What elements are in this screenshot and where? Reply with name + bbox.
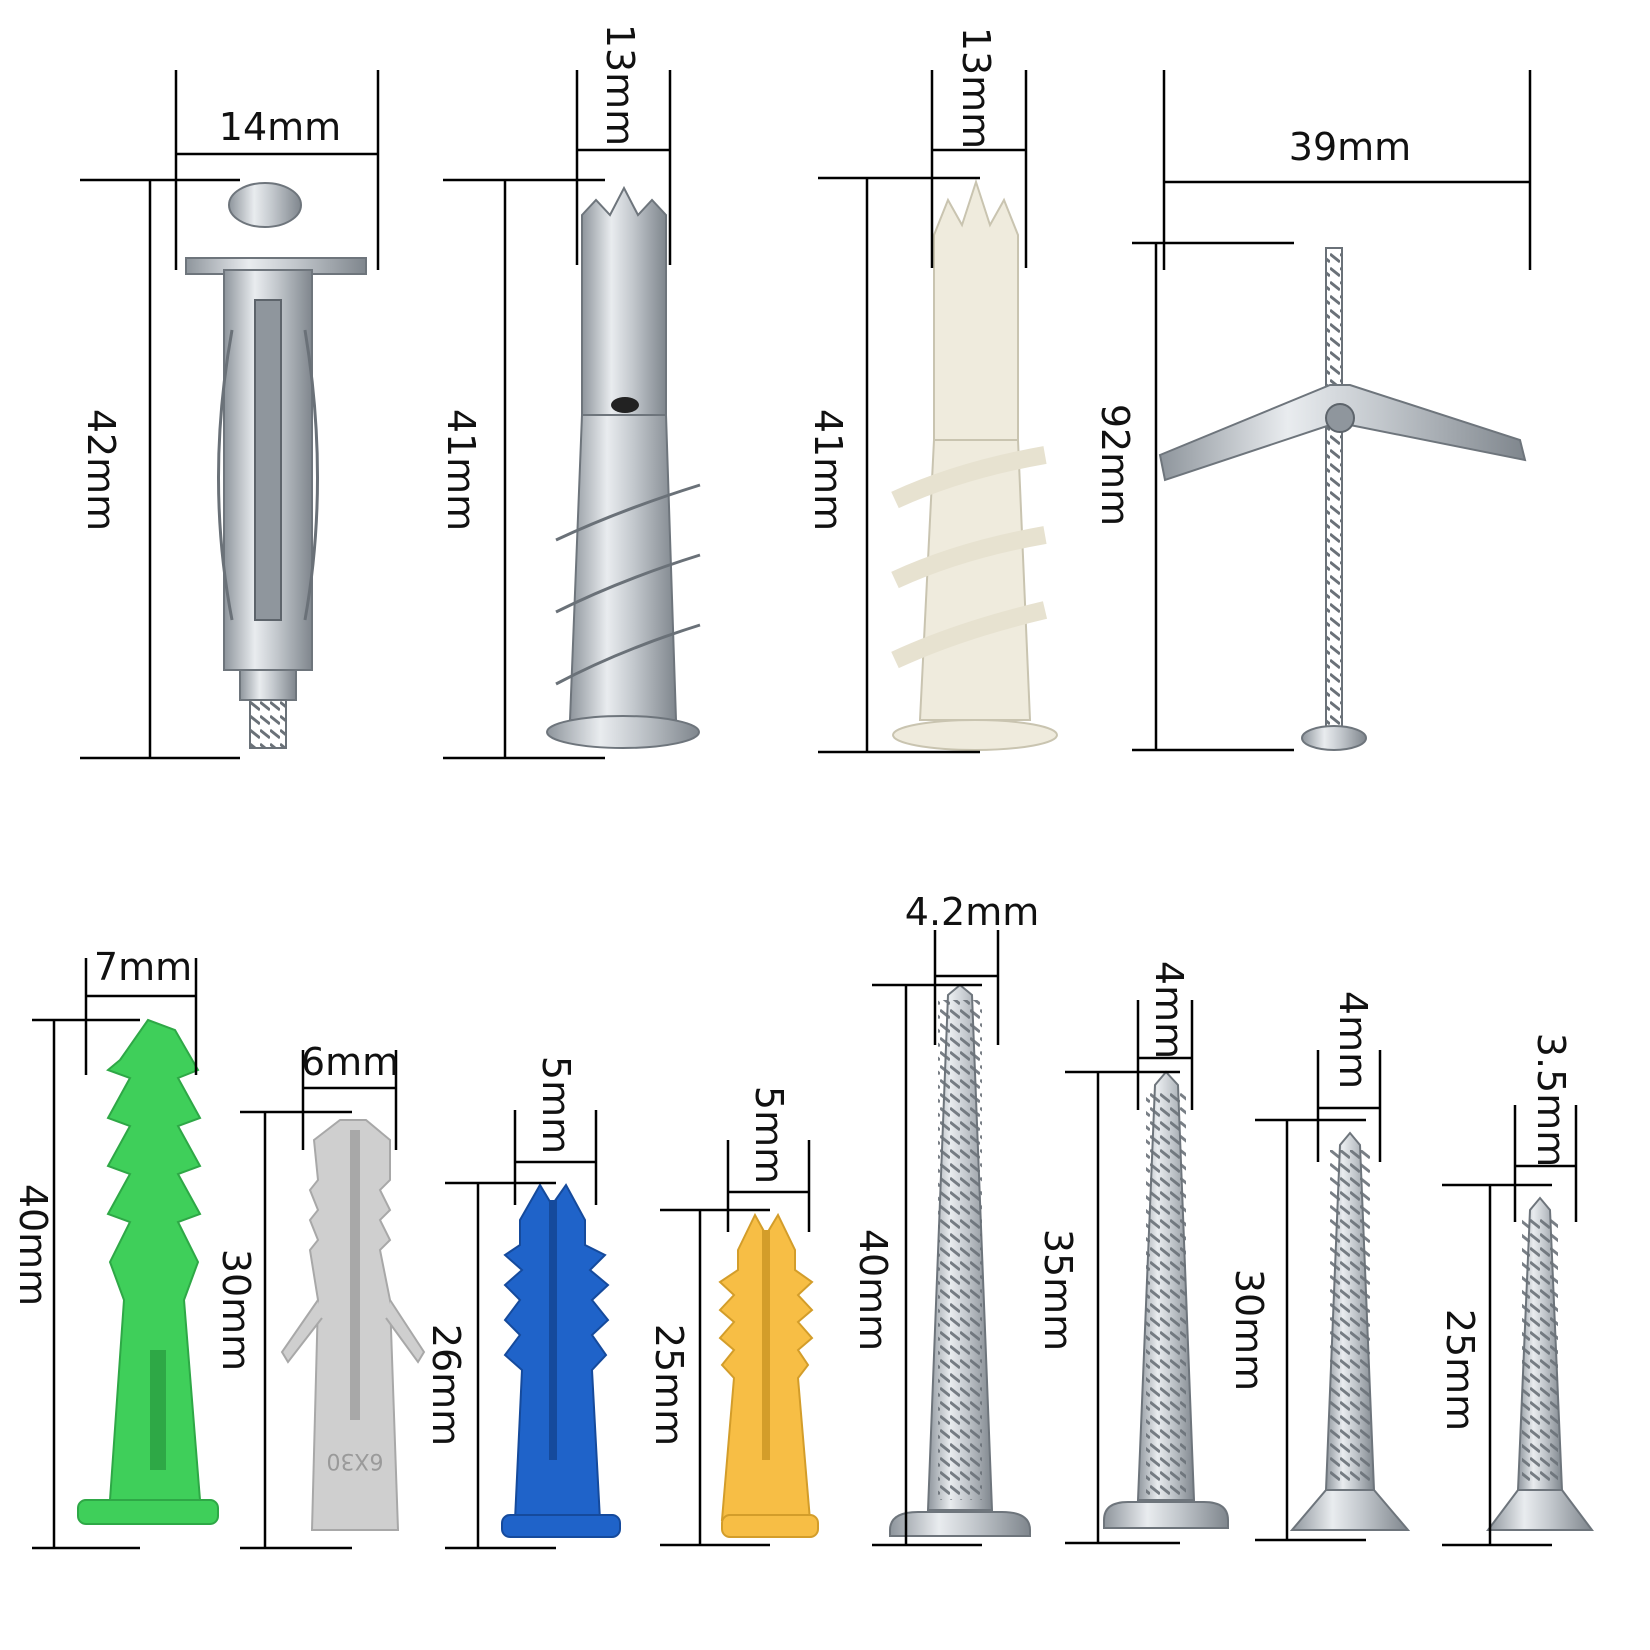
screw-40-width-label: 4.2mm (905, 890, 1039, 934)
screw-30-width-dimension: 4mm (1316, 991, 1382, 1162)
blue-plug-length-label: 26mm (424, 1324, 468, 1446)
screw-40-width-dimension: 4.2mm (905, 890, 1039, 1045)
grey-plug-width-label: 6mm (301, 1040, 399, 1084)
metal-drywall-anchor-width-dimension: 13mm (575, 24, 672, 265)
green-plug-width-dimension: 7mm (84, 945, 198, 1075)
toggle-bolt-length-dimension: 92mm (1093, 241, 1294, 752)
screw-40-length-label: 40mm (851, 1229, 895, 1351)
metal-drywall-anchor-width-label: 13mm (598, 24, 642, 146)
blue-plug-width-dimension: 5mm (513, 1056, 598, 1205)
blue-plug: 5mm 26mm (424, 1056, 621, 1550)
grey-plug-marking: 6X30 (326, 1448, 383, 1473)
plastic-drywall-anchor-length-dimension: 41mm (806, 176, 980, 754)
screw-40: 4.2mm 40mm (851, 890, 1039, 1547)
plastic-drywall-anchor-width-dimension: 13mm (930, 27, 1028, 268)
blue-plug-width-label: 5mm (534, 1056, 578, 1154)
screw-25: 3.5mm 25mm (1438, 1033, 1594, 1547)
molly-bolt-length-label: 42mm (79, 409, 123, 531)
metal-drywall-anchor-length-label: 41mm (439, 409, 483, 531)
screw-25-length-dimension: 25mm (1438, 1183, 1552, 1547)
yellow-plug-width-label: 5mm (747, 1086, 791, 1184)
screw-35-width-dimension: 4mm (1136, 961, 1194, 1110)
yellow-plug: 5mm 25mm (647, 1086, 819, 1547)
screw-30-width-label: 4mm (1331, 991, 1375, 1089)
metal-drywall-anchor: 13mm 41mm (439, 24, 701, 760)
screw-25-length-label: 25mm (1438, 1309, 1482, 1431)
molly-bolt-length-dimension: 42mm (79, 178, 240, 760)
toggle-bolt-length-label: 92mm (1093, 404, 1137, 526)
screw-25-width-label: 3.5mm (1529, 1033, 1573, 1167)
yellow-plug-width-dimension: 5mm (726, 1086, 811, 1232)
screw-40-length-dimension: 40mm (851, 983, 982, 1547)
green-plug-width-label: 7mm (94, 945, 192, 989)
plastic-drywall-anchor-width-label: 13mm (954, 27, 998, 149)
green-plug-length-dimension: 40mm (11, 1018, 140, 1550)
molly-bolt-illustration (185, 182, 367, 749)
screw-25-width-dimension: 3.5mm (1513, 1033, 1578, 1222)
yellow-plug-length-dimension: 25mm (647, 1208, 770, 1547)
plastic-drywall-anchor-length-label: 41mm (806, 409, 850, 531)
blue-plug-length-dimension: 26mm (424, 1181, 556, 1550)
yellow-plug-length-label: 25mm (647, 1324, 691, 1446)
screw-30-length-dimension: 30mm (1227, 1118, 1366, 1542)
screw-35-width-label: 4mm (1147, 961, 1191, 1059)
screw-30-illustration (1289, 1131, 1411, 1531)
molly-bolt-width-dimension: 14mm (174, 70, 380, 270)
screw-35: 4mm 35mm (1036, 961, 1229, 1545)
screw-35-illustration (1103, 1070, 1229, 1529)
green-plug-illustration (77, 1018, 219, 1525)
toggle-bolt-width-label: 39mm (1289, 125, 1411, 169)
green-plug: 7mm 40mm (11, 945, 219, 1550)
toggle-bolt-width-dimension: 39mm (1162, 70, 1532, 270)
green-plug-length-label: 40mm (11, 1184, 55, 1306)
plastic-drywall-anchor: 13mm 41mm (806, 27, 1058, 754)
screw-30: 4mm 30mm (1227, 991, 1411, 1542)
grey-plug-illustration: 6X30 (280, 1119, 426, 1531)
toggle-bolt-illustration (1158, 247, 1527, 751)
yellow-plug-illustration (718, 1212, 819, 1538)
metal-drywall-anchor-length-dimension: 41mm (439, 178, 605, 760)
blue-plug-illustration (501, 1183, 621, 1538)
screw-40-illustration (889, 983, 1031, 1537)
metal-drywall-anchor-illustration (546, 185, 701, 749)
molly-bolt-width-label: 14mm (219, 105, 341, 149)
grey-plug: 6X30 6mm 30mm (214, 1040, 426, 1550)
molly-bolt: 14mm 42mm (79, 70, 380, 760)
plastic-drywall-anchor-illustration (891, 178, 1058, 751)
grey-plug-length-label: 30mm (214, 1249, 258, 1371)
grey-plug-width-dimension: 6mm (301, 1040, 399, 1150)
screw-25-illustration (1486, 1196, 1594, 1531)
screw-35-length-label: 35mm (1036, 1229, 1080, 1351)
screw-30-length-label: 30mm (1227, 1269, 1271, 1391)
toggle-bolt: 39mm 92mm (1093, 70, 1532, 752)
grey-plug-length-dimension: 30mm (214, 1110, 352, 1550)
screw-35-length-dimension: 35mm (1036, 1070, 1180, 1545)
